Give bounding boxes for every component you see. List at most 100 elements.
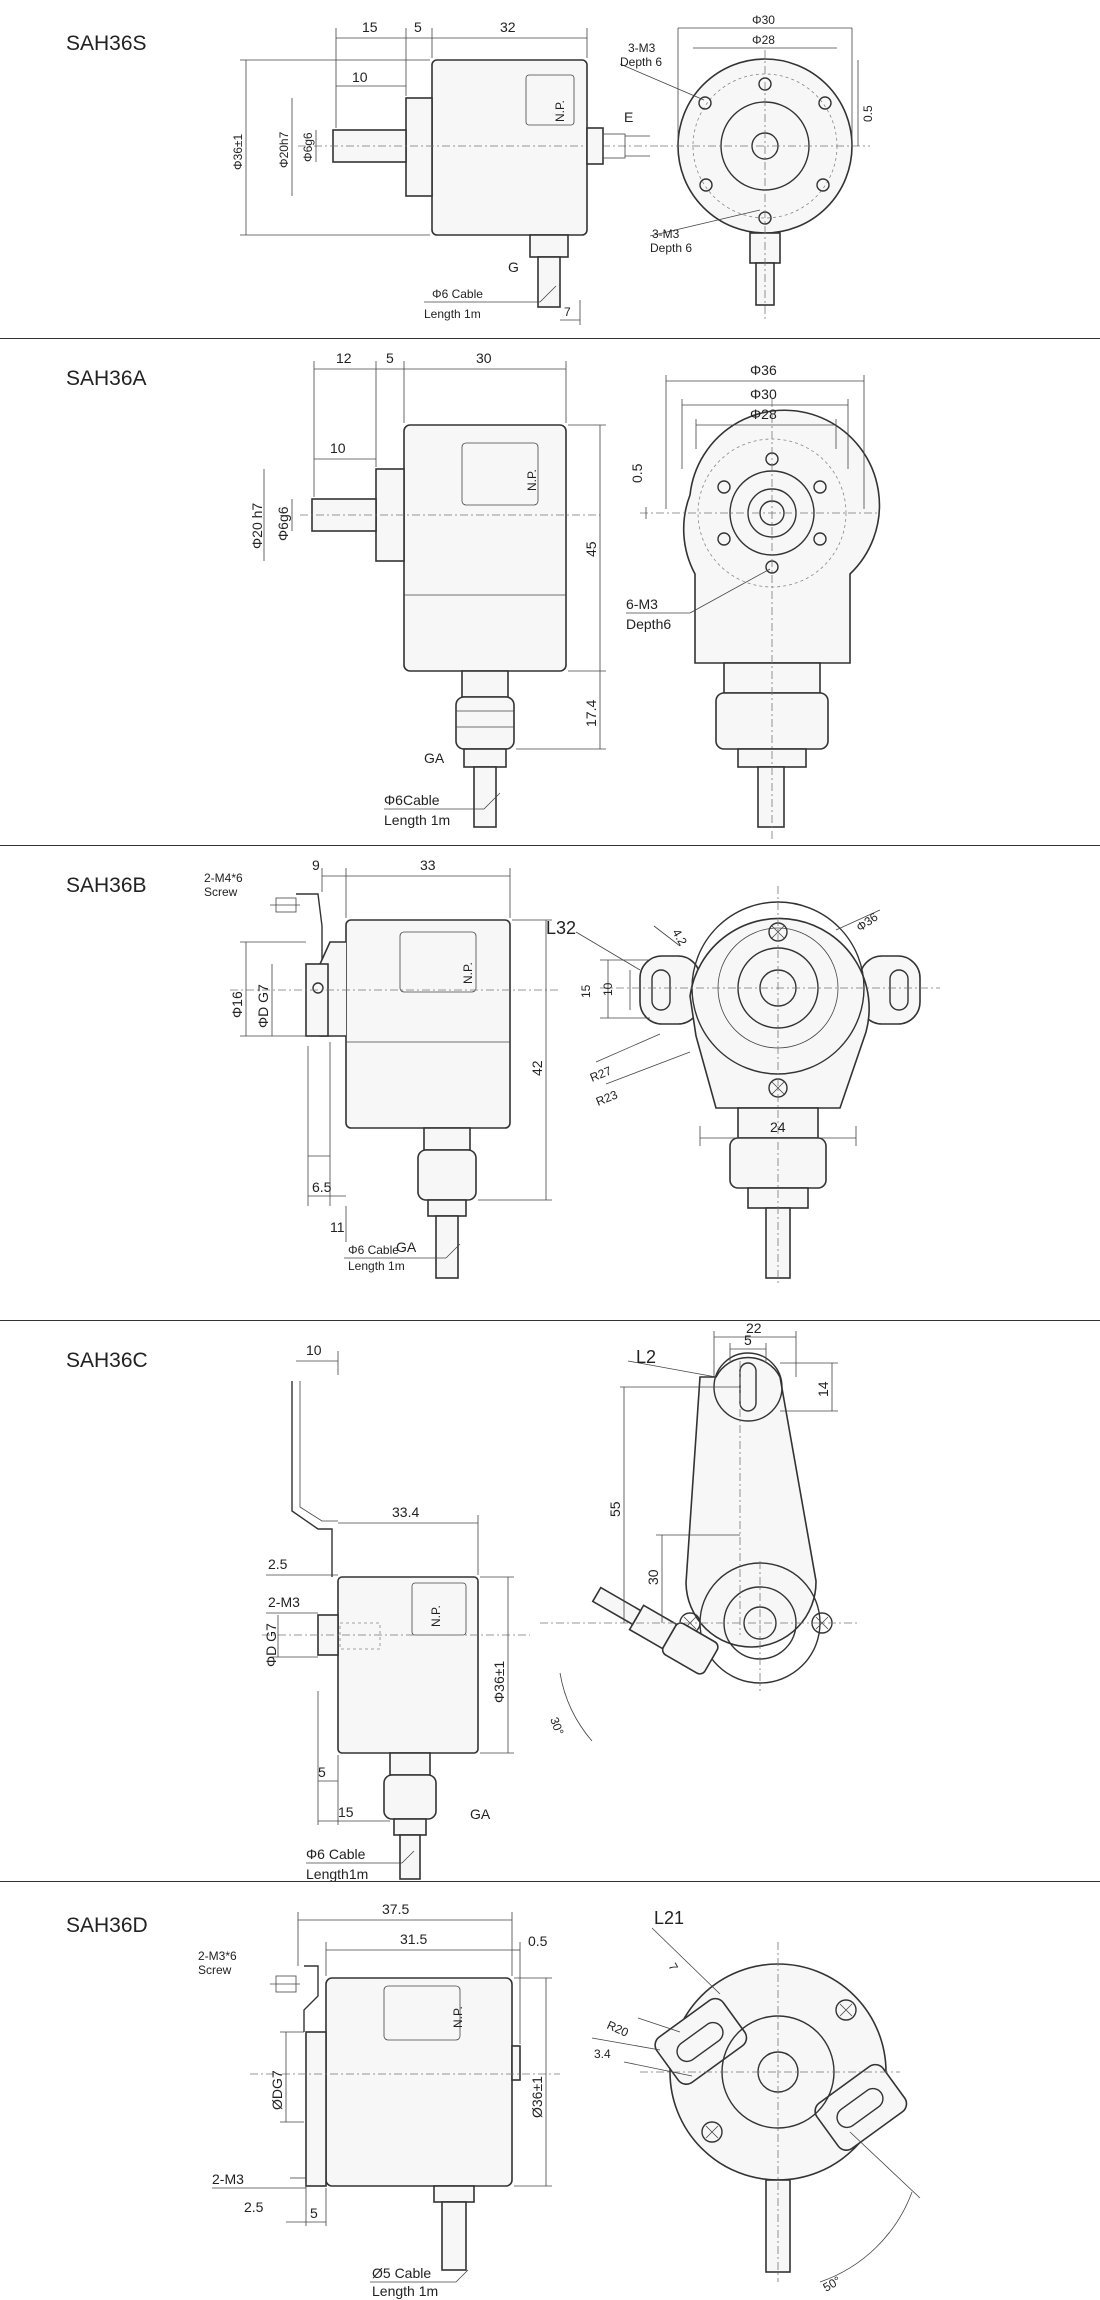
dim-diaDG: ØDG7 [269, 2070, 285, 2110]
label-e: E [624, 109, 633, 125]
length-label: Length 1m [384, 812, 450, 828]
drawing-sah36s: 15 5 32 10 Φ36±1 Φ20h7 Φ6g6 N.P. E G Φ6 … [231, 13, 875, 325]
screw-label-1: 2-M3*6 [198, 1949, 237, 1963]
dim-0.5: 0.5 [629, 463, 645, 483]
dim-7: 7 [564, 305, 571, 319]
label-2m3: 2-M3 [212, 2171, 244, 2187]
dim-diaD: ΦD G7 [255, 984, 271, 1028]
dim-r23: R23 [594, 1087, 620, 1108]
divider [0, 1320, 1100, 1321]
dim-22: 22 [746, 1321, 762, 1336]
dim-7: 7 [665, 1961, 681, 1974]
label-ga: GA [424, 750, 445, 766]
label-6m3: 6-M3 [626, 596, 658, 612]
model-title: SAH36C [66, 1349, 148, 1372]
dim-33: 33 [420, 857, 436, 873]
cable-label: Φ6 Cable [348, 1243, 399, 1257]
section-sah36c: SAH36C [0, 1321, 1100, 1881]
dim-15: 15 [338, 1804, 354, 1820]
front-view [626, 375, 881, 839]
dim-42: 42 [529, 1060, 545, 1076]
drawing-sah36c: 10 33.4 2.5 2-M3 ΦD G7 N.P. Φ36±1 5 15 G… [262, 1321, 860, 1881]
label-3m3-top: 3-M3 [628, 41, 656, 55]
section-sah36s: SAH36S [0, 0, 1100, 338]
dim-dia6: Φ6g6 [301, 132, 315, 162]
dim-dia6: Φ6g6 [275, 506, 291, 541]
label-g: G [508, 259, 519, 275]
dim-dia36: Φ36 [750, 362, 777, 378]
np-label: N.P. [525, 469, 539, 491]
front-view [619, 27, 870, 320]
divider [0, 845, 1100, 846]
dim-24: 24 [770, 1119, 786, 1135]
length-label: Length 1m [372, 2283, 438, 2299]
np-label: N.P. [429, 1605, 443, 1627]
dim-dia30: Φ30 [752, 13, 775, 27]
dim-5: 5 [318, 1764, 326, 1780]
model-title: SAH36B [66, 874, 147, 897]
label-depth: Depth6 [626, 616, 671, 632]
label-l2: L2 [636, 1347, 656, 1367]
front-view [540, 1331, 860, 1742]
dim-2.5: 2.5 [244, 2199, 264, 2215]
dim-15: 15 [579, 984, 593, 998]
dim-5: 5 [310, 2205, 318, 2221]
dim-dia28: Φ28 [750, 406, 777, 422]
dim-30: 30 [645, 1569, 661, 1585]
dim-dia36: Φ36±1 [491, 1661, 507, 1703]
np-label: N.P. [553, 100, 567, 122]
label-3m3-bottom: 3-M3 [652, 227, 680, 241]
side-view [212, 1912, 560, 2283]
dim-5: 5 [414, 19, 422, 35]
length-label: Length 1m [348, 1259, 405, 1273]
dim-17.4: 17.4 [583, 700, 599, 727]
side-view [230, 868, 560, 1279]
divider [0, 1881, 1100, 1882]
cable-label: Φ6Cable [384, 792, 440, 808]
dim-55: 55 [607, 1501, 623, 1517]
dim-45: 45 [583, 541, 599, 557]
model-title: SAH36S [66, 32, 147, 55]
dim-31.5: 31.5 [400, 1931, 427, 1947]
dim-10: 10 [306, 1342, 322, 1358]
dim-12: 12 [336, 350, 352, 366]
front-view [575, 886, 940, 1286]
drawing-sah36b: 2-M4*6 Screw 9 33 Φ16 ΦD G7 N.P. 6.5 11 … [204, 857, 940, 1286]
dim-r27: R27 [588, 1063, 614, 1084]
model-title: SAH36D [66, 1914, 148, 1937]
dim-0.5: 0.5 [861, 105, 875, 122]
label-depth-bottom: Depth 6 [650, 241, 692, 255]
dim-dia36: Ø36±1 [529, 2076, 545, 2118]
front-view [591, 1927, 921, 2283]
label-l21: L21 [654, 1908, 684, 1928]
dim-32: 32 [500, 19, 516, 35]
cable-label: Φ6 Cable [432, 287, 483, 301]
dim-5: 5 [386, 350, 394, 366]
dim-dia30: Φ30 [750, 386, 777, 402]
length-label: Length 1m [424, 307, 481, 321]
dim-dia36: Φ36±1 [231, 133, 245, 170]
dim-dia28: Φ28 [752, 33, 775, 47]
dim-10: 10 [330, 440, 346, 456]
length-label: Length1m [306, 1866, 368, 1881]
dim-37.5: 37.5 [382, 1901, 409, 1917]
divider [0, 338, 1100, 339]
dim-9: 9 [312, 857, 320, 873]
model-title: SAH36A [66, 367, 147, 390]
label-depth-top: Depth 6 [620, 55, 662, 69]
side-view [263, 361, 606, 828]
angle-30: 30° [547, 1715, 566, 1737]
dim-10: 10 [352, 69, 368, 85]
dim-r20: R20 [605, 2018, 631, 2040]
dim-dia20: Φ20h7 [277, 131, 291, 168]
dim-diaD: ΦD G7 [263, 1623, 279, 1667]
section-sah36d: SAH36D [0, 1882, 1100, 2300]
label-ga: GA [396, 1239, 417, 1255]
dim-4.2: 4.2 [669, 927, 690, 949]
dim-5: 5 [744, 1332, 752, 1348]
section-sah36a: SAH36A [0, 339, 1100, 845]
angle-50: 50° [821, 2273, 844, 2294]
cable-label: Ø5 Cable [372, 2265, 431, 2281]
label-ga: GA [470, 1806, 491, 1822]
section-sah36b: SAH36B [0, 846, 1100, 1320]
